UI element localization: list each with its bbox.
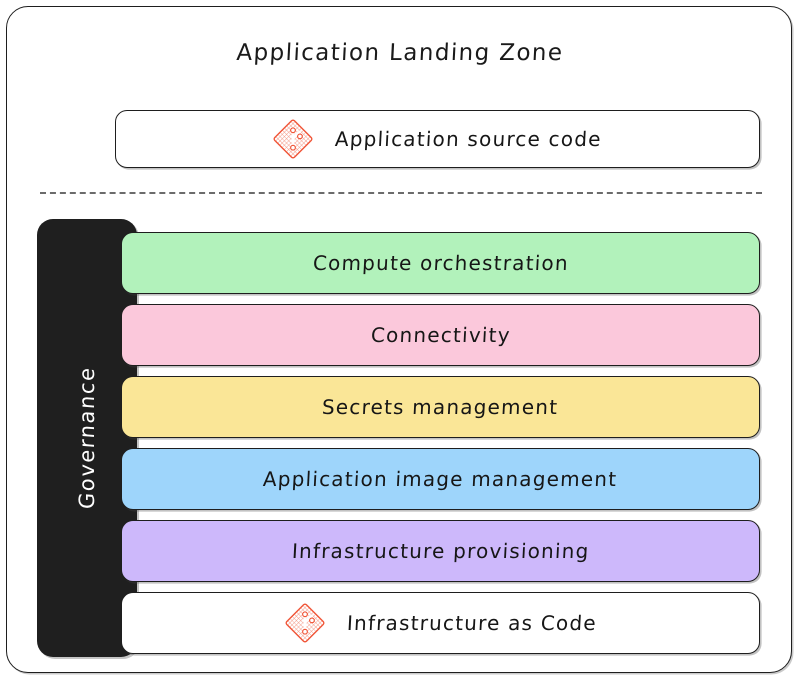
governance-block[interactable]: Governance — [37, 219, 137, 657]
application-source-code-block[interactable]: Application source code — [115, 110, 760, 168]
page-title: Application Landing Zone — [235, 40, 565, 66]
platform-layers: Compute orchestration Connectivity Secre… — [121, 232, 760, 654]
governance-label: Governance — [75, 365, 99, 511]
layer-label: Compute orchestration — [311, 251, 570, 275]
layer-label: Infrastructure provisioning — [291, 539, 590, 563]
layer-connectivity[interactable]: Connectivity — [121, 304, 760, 366]
layer-application-image-management[interactable]: Application image management — [121, 448, 760, 510]
application-source-code-label: Application source code — [334, 127, 603, 151]
git-icon — [273, 119, 313, 159]
layer-infrastructure-as-code[interactable]: Infrastructure as Code — [121, 592, 760, 654]
application-source-code-content: Application source code — [273, 119, 602, 159]
layer-secrets-management[interactable]: Secrets management — [121, 376, 760, 438]
layer-compute-orchestration[interactable]: Compute orchestration — [121, 232, 760, 294]
layer-label: Infrastructure as Code — [345, 611, 598, 635]
git-icon — [285, 603, 325, 643]
layer-divider — [40, 192, 762, 194]
infrastructure-as-code-content: Infrastructure as Code — [285, 603, 597, 643]
layer-label: Application image management — [262, 467, 619, 491]
layer-infrastructure-provisioning[interactable]: Infrastructure provisioning — [121, 520, 760, 582]
layer-label: Secrets management — [321, 395, 560, 419]
layer-label: Connectivity — [369, 323, 511, 347]
